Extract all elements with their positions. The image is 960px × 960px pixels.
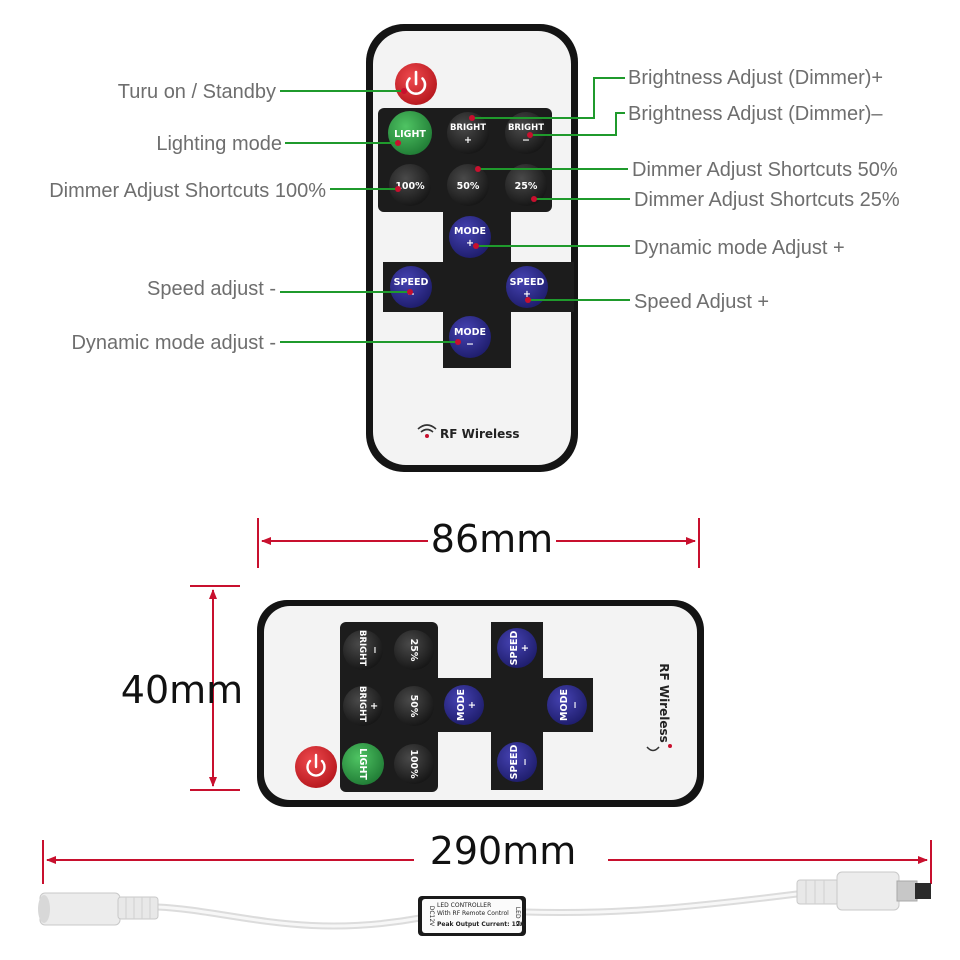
dimension-290mm: 290mm bbox=[430, 829, 577, 873]
annotation-dynamic-minus: Dynamic mode adjust - bbox=[71, 332, 276, 354]
svg-text:BRIGHT: BRIGHT bbox=[508, 123, 544, 133]
svg-text:MODE: MODE bbox=[456, 689, 467, 721]
power-icon bbox=[306, 759, 326, 777]
svg-text:SPEED: SPEED bbox=[510, 277, 545, 288]
power-icon bbox=[405, 77, 427, 95]
annotation-dimmer-25: Dimmer Adjust Shortcuts 25% bbox=[634, 189, 900, 211]
annotation-power: Turu on / Standby bbox=[118, 81, 276, 103]
svg-text:SPEED: SPEED bbox=[394, 277, 429, 288]
svg-text:+: + bbox=[464, 135, 472, 146]
dimension-40mm: 40mm bbox=[121, 668, 243, 712]
controller-cable: LED CONTROLLER With RF Remote Control Pe… bbox=[38, 871, 931, 936]
speed-plus-button[interactable]: SPEED + bbox=[506, 266, 548, 308]
svg-text:−: − bbox=[369, 646, 380, 654]
dimension-remote-length: 86mm bbox=[257, 517, 700, 568]
male-dc-connector bbox=[796, 871, 931, 911]
side-bright-plus-button[interactable]: BRIGHT + bbox=[343, 686, 383, 726]
dimension-cable-length: 290mm bbox=[42, 829, 932, 884]
svg-text:DC12V: DC12V bbox=[428, 906, 435, 927]
side-mode-plus-button[interactable]: MODE + bbox=[444, 685, 484, 725]
svg-text:50%: 50% bbox=[457, 181, 480, 192]
side-speed-minus-button[interactable]: SPEED − bbox=[497, 742, 537, 782]
svg-text:−: − bbox=[570, 701, 581, 709]
svg-text:+: + bbox=[466, 238, 474, 249]
svg-text:−: − bbox=[520, 758, 531, 766]
mode-plus-button[interactable]: MODE + bbox=[449, 216, 491, 258]
svg-text:25%: 25% bbox=[408, 639, 419, 662]
svg-text:−: − bbox=[466, 339, 474, 350]
svg-text:LED CONTROLLER: LED CONTROLLER bbox=[437, 902, 491, 909]
light-button-label: LIGHT bbox=[394, 129, 426, 140]
annotation-bright-plus: Brightness Adjust (Dimmer)+ bbox=[628, 67, 883, 89]
bright-minus-button[interactable]: BRIGHT − bbox=[505, 112, 547, 154]
dimension-remote-width: 40mm bbox=[121, 585, 243, 791]
wifi-signal-icon bbox=[646, 744, 672, 752]
svg-text:MODE: MODE bbox=[559, 689, 570, 721]
annotation-speed-minus: Speed adjust - bbox=[147, 278, 276, 300]
light-button[interactable]: LIGHT bbox=[388, 111, 432, 155]
svg-text:RF Wireless: RF Wireless bbox=[657, 663, 671, 743]
svg-text:MODE: MODE bbox=[454, 327, 486, 338]
svg-text:25%: 25% bbox=[515, 181, 538, 192]
wifi-signal-icon bbox=[417, 424, 437, 438]
annotation-dimmer-50: Dimmer Adjust Shortcuts 50% bbox=[632, 159, 898, 181]
svg-text:BRIGHT: BRIGHT bbox=[450, 123, 486, 133]
side-25-button[interactable]: 25% bbox=[394, 630, 434, 670]
dimmer-100-button[interactable]: 100% bbox=[389, 164, 431, 206]
side-rf-wireless-brand: RF Wireless bbox=[657, 663, 671, 743]
svg-text:SPEED: SPEED bbox=[509, 745, 520, 780]
svg-text:MODE: MODE bbox=[454, 226, 486, 237]
svg-text:SPEED: SPEED bbox=[509, 631, 520, 666]
svg-text:RF Wireless: RF Wireless bbox=[440, 427, 520, 441]
remote-top: LIGHT BRIGHT + BRIGHT − 100% 50% 25% bbox=[366, 24, 578, 472]
svg-text:+: + bbox=[523, 289, 531, 300]
annotation-dynamic-plus: Dynamic mode Adjust + bbox=[634, 237, 845, 259]
side-mode-minus-button[interactable]: MODE − bbox=[547, 685, 587, 725]
svg-text:Peak Output Current: 12A: Peak Output Current: 12A bbox=[437, 921, 525, 928]
side-power-button[interactable] bbox=[295, 746, 337, 788]
annotations: Turu on / Standby Lighting mode Dimmer A… bbox=[49, 67, 900, 354]
side-speed-plus-button[interactable]: SPEED + bbox=[497, 628, 537, 668]
remote-side: BRIGHT − 25% BRIGHT + 50% LIGHT 100% bbox=[257, 600, 704, 807]
annotation-bright-minus: Brightness Adjust (Dimmer)– bbox=[628, 103, 883, 125]
svg-text:+: + bbox=[467, 701, 478, 709]
dimmer-25-button[interactable]: 25% bbox=[505, 164, 547, 206]
bright-plus-button[interactable]: BRIGHT + bbox=[447, 112, 489, 154]
annotation-speed-plus: Speed Adjust + bbox=[634, 291, 769, 313]
dimmer-50-button[interactable]: 50% bbox=[447, 164, 489, 206]
power-button[interactable] bbox=[395, 63, 437, 105]
dimension-86mm: 86mm bbox=[431, 517, 553, 561]
side-100-button[interactable]: 100% bbox=[394, 744, 434, 784]
mode-minus-button[interactable]: MODE − bbox=[449, 316, 491, 358]
svg-text:+: + bbox=[368, 702, 379, 710]
side-bright-minus-button[interactable]: BRIGHT − bbox=[343, 630, 383, 670]
annotation-dimmer-100: Dimmer Adjust Shortcuts 100% bbox=[49, 180, 326, 202]
annotation-lighting-mode: Lighting mode bbox=[156, 133, 282, 155]
svg-text:LIGHT: LIGHT bbox=[357, 748, 368, 780]
svg-text:+: + bbox=[520, 644, 531, 652]
svg-text:BRIGHT: BRIGHT bbox=[357, 686, 367, 722]
side-light-button[interactable]: LIGHT bbox=[342, 743, 384, 785]
svg-text:BRIGHT: BRIGHT bbox=[357, 630, 367, 666]
rf-wireless-brand: RF Wireless bbox=[417, 424, 520, 441]
svg-text:−: − bbox=[522, 135, 530, 146]
svg-text:LED O: LED O bbox=[514, 907, 521, 926]
female-dc-connector bbox=[38, 892, 159, 926]
speed-minus-button[interactable]: SPEED − bbox=[390, 266, 432, 308]
svg-text:100%: 100% bbox=[395, 181, 425, 192]
side-50-button[interactable]: 50% bbox=[394, 686, 434, 726]
led-controller-module: LED CONTROLLER With RF Remote Control Pe… bbox=[418, 896, 526, 936]
svg-text:With RF Remote Control: With RF Remote Control bbox=[437, 910, 509, 917]
svg-text:100%: 100% bbox=[408, 749, 419, 779]
svg-text:50%: 50% bbox=[408, 695, 419, 718]
